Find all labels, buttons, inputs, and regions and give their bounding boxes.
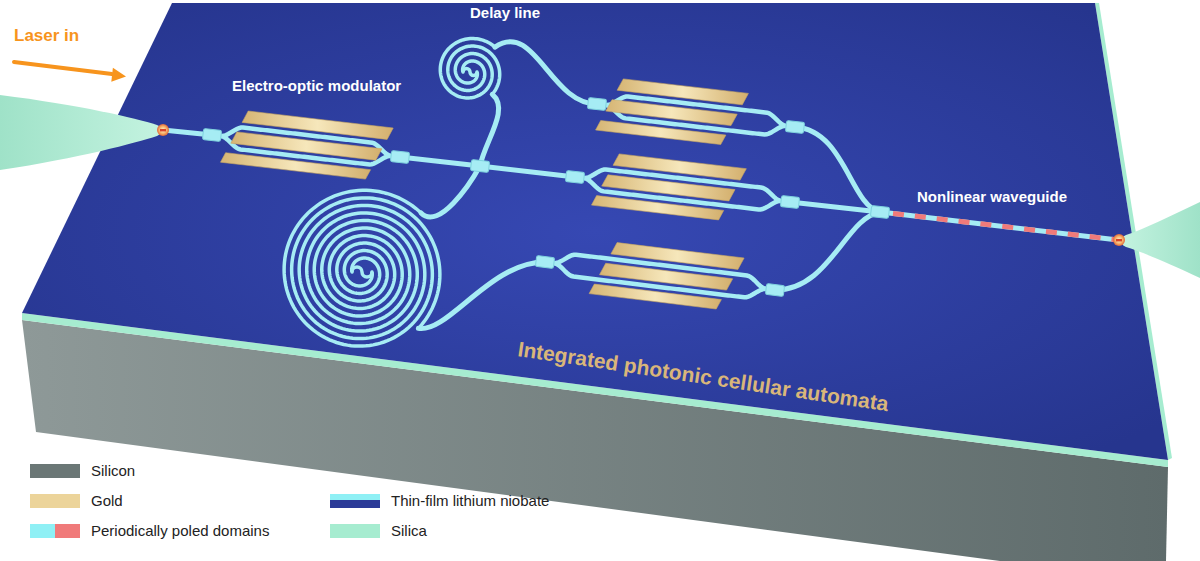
legend-sample (30, 524, 80, 538)
coupler-box (202, 128, 221, 141)
spiral-center-bend (352, 267, 372, 277)
coupler-box (780, 195, 799, 208)
gold-electrode (617, 79, 748, 105)
combiner-arm (775, 212, 880, 290)
legend-swatch (330, 524, 380, 538)
legend-swatch (30, 494, 80, 508)
coupling-mark (1116, 239, 1122, 241)
legend-entry: Periodically poled domains (30, 522, 269, 539)
legend-entry: Silicon (30, 462, 135, 479)
gold-electrode (600, 263, 733, 290)
coupling-spot (1113, 234, 1125, 246)
coupler-box (565, 170, 584, 183)
coupler-box (390, 150, 409, 163)
gold-electrode (589, 284, 721, 309)
coupler-layer (202, 97, 889, 296)
input-fiber (0, 95, 163, 170)
legend-entry: Gold (30, 492, 123, 509)
modulator-arm (597, 97, 795, 127)
laser-arrow-head (111, 68, 126, 82)
waveguide-layer (163, 39, 1118, 347)
spiral-center-bend (463, 69, 477, 76)
coupler-box (785, 120, 804, 133)
coupler-box (870, 205, 889, 218)
legend-entry: Thin-film lithium niobate (330, 492, 549, 509)
coupler-box (765, 283, 784, 296)
spiral-delay-arm (292, 198, 440, 339)
legend-swatch (30, 464, 80, 478)
electrode-layer (221, 79, 749, 309)
spiral-delay-arm (448, 46, 500, 94)
output-fiber (1120, 202, 1200, 278)
poled-domains (893, 214, 1116, 240)
combiner-arm (795, 127, 880, 212)
coupling-spot (157, 124, 169, 136)
gold-electrode (596, 121, 726, 145)
gold-electrode (221, 153, 371, 179)
lithium-niobate-film (22, 3, 1168, 460)
coupler-box (587, 97, 606, 110)
gold-electrode (592, 196, 724, 220)
legend-text: Silica (391, 522, 427, 539)
coupler-box (470, 159, 489, 172)
delay-return (418, 262, 545, 329)
nonlinear-waveguide (889, 213, 1118, 240)
delay-feed (421, 166, 480, 217)
delay-return (495, 42, 597, 104)
legend-sample (330, 494, 380, 508)
bus-waveguide (400, 157, 575, 177)
laser-arrow-shaft (14, 62, 112, 74)
gold-electrode (602, 175, 735, 201)
legend-text: Gold (91, 492, 123, 509)
gold-electrode (611, 243, 744, 270)
gold-electrode (606, 100, 737, 126)
legend-text: Silicon (91, 462, 135, 479)
legend-text: Thin-film lithium niobate (391, 492, 549, 509)
input-label: Laser in (14, 26, 79, 46)
delay-feed (480, 94, 499, 166)
combiner-arm (790, 202, 880, 212)
component-label: Electro-optic modulator (232, 77, 401, 95)
legend-text: Periodically poled domains (91, 522, 269, 539)
coupling-mark (160, 129, 166, 131)
gold-electrode (613, 154, 746, 180)
chip-drawing (0, 3, 1200, 561)
component-label: Delay line (470, 4, 540, 22)
component-label: Nonlinear waveguide (917, 188, 1067, 206)
coupler-box (535, 255, 554, 268)
legend-entry: Silica (330, 522, 427, 539)
